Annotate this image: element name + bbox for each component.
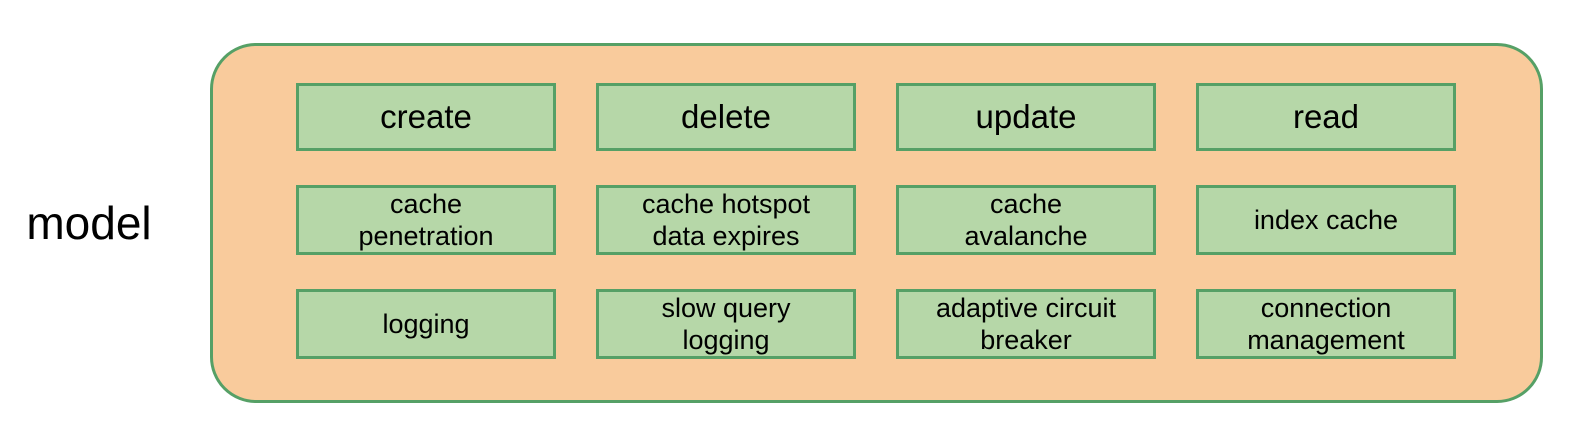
box-connection-management: connection management <box>1196 289 1456 359</box>
box-read: read <box>1196 83 1456 151</box>
box-cache-penetration: cache penetration <box>296 185 556 255</box>
box-index-cache: index cache <box>1196 185 1456 255</box>
feature-grid: create delete update read cache penetrat… <box>296 83 1457 359</box>
model-container: create delete update read cache penetrat… <box>210 43 1543 403</box>
box-create: create <box>296 83 556 151</box>
box-cache-hotspot-data-expires: cache hotspot data expires <box>596 185 856 255</box>
box-slow-query-logging: slow query logging <box>596 289 856 359</box>
box-cache-avalanche: cache avalanche <box>896 185 1156 255</box>
box-logging: logging <box>296 289 556 359</box>
box-update: update <box>896 83 1156 151</box>
model-label: model <box>26 197 152 249</box>
box-adaptive-circuit-breaker: adaptive circuit breaker <box>896 289 1156 359</box>
box-delete: delete <box>596 83 856 151</box>
